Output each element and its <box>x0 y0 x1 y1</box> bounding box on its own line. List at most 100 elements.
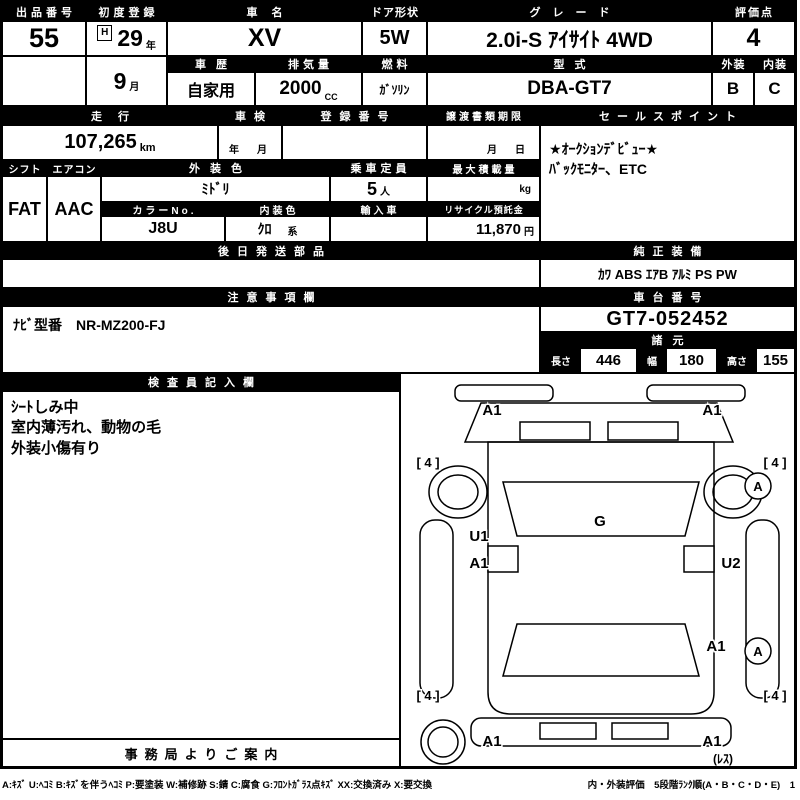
model-code-header: 型式 <box>427 56 712 72</box>
mark-rear-left-scratch: A1 <box>482 733 501 750</box>
shaken-placeholder: 年 月 <box>218 125 282 160</box>
height-chip: 高さ <box>717 349 757 372</box>
fuel-header: 燃料 <box>362 56 427 72</box>
exterior-grade-header: 外装 <box>712 56 754 72</box>
shift-header: シフト <box>2 160 47 176</box>
wheel-mark-circle-lower <box>744 637 772 665</box>
caution-value: ﾅﾋﾞ型番 NR-MZ200-FJ <box>2 306 540 373</box>
reg-no-value <box>282 125 427 160</box>
later-parts-value <box>2 259 540 288</box>
front-bumper-left-shape <box>454 384 554 402</box>
windshield-shape <box>502 481 700 537</box>
sales-point-line-2: ﾊﾞｯｸﾓﾆﾀｰ、ETC <box>549 160 647 177</box>
first-reg-year-cell: H 29 年 <box>86 21 167 56</box>
left-rear-wheel-inner <box>427 726 459 758</box>
exhibit-no-header: 出品番号 <box>2 2 86 21</box>
capacity-unit: 人 <box>380 187 390 198</box>
first-reg-header: 初度登録 <box>86 2 167 21</box>
inspector-notes: ｼｰﾄしみ中 室内薄汚れ、動物の毛 外装小傷有り <box>2 391 400 739</box>
max-load-unit: kg <box>427 176 540 202</box>
left-rocker-panel <box>419 519 454 699</box>
color-no-value: J8U <box>101 216 225 242</box>
body-top-view <box>487 441 715 715</box>
capacity-value: 5 <box>366 178 377 199</box>
right-door-handle-shape <box>683 545 715 573</box>
office-strip: 事務局よりご案内 <box>2 739 400 767</box>
first-reg-month: 9 <box>113 67 127 94</box>
displacement-unit: CC <box>324 92 338 102</box>
mark-tire-front-left: [ 4 ] <box>416 455 439 470</box>
dimensions-row: 長さ 446 幅 180 高さ 155 <box>540 348 795 373</box>
interior-grade-value: C <box>754 72 795 106</box>
door-shape-value: 5W <box>362 21 427 56</box>
history-header: 車歴 <box>167 56 255 72</box>
equipment-value: ｶﾜ ABS ｴｱB ｱﾙﾐ PS PW <box>540 259 795 288</box>
mark-right-rear-scratch: A1 <box>706 638 725 655</box>
score-value: 4 <box>712 21 795 56</box>
mark-tire-rear-left: [ 4 ] <box>416 688 439 703</box>
cowl-left-shape <box>519 421 591 441</box>
displacement-cell: 2000 CC <box>255 72 362 106</box>
inspector-note-2: 室内薄汚れ、動物の毛 <box>11 419 162 437</box>
first-reg-year-unit: 年 <box>145 41 156 52</box>
car-name-header: 車名 <box>167 2 362 21</box>
reg-no-header: 登録番号 <box>282 106 427 125</box>
recycle-value: 11,870 <box>475 220 521 238</box>
sales-point-line-1: ★ｵｰｸｼｮﾝﾃﾞﾋﾞｭｰ★ <box>549 141 659 157</box>
cowl-right-shape <box>607 421 679 441</box>
left-rear-wheel <box>420 719 466 765</box>
deadline-header: 譲渡書類期限 <box>427 106 540 125</box>
length-value: 446 <box>581 349 637 372</box>
mark-wheel-a-upper: A <box>753 479 763 494</box>
hood-shape <box>463 402 735 443</box>
deadline-placeholder: 月 日 <box>427 125 540 160</box>
ext-color-header: 外装色 <box>101 160 330 176</box>
grade-header: グレード <box>427 2 712 21</box>
inspector-note-1: ｼｰﾄしみ中 <box>11 399 79 416</box>
int-color-cell: ｸﾛ 系 <box>225 216 330 242</box>
capacity-header: 乗車定員 <box>330 160 427 176</box>
right-rocker-panel <box>745 519 780 699</box>
exhibit-no-value: 55 <box>2 21 86 56</box>
legend-row: A:ｷｽﾞ U:ﾍｺﾐ B:ｷｽﾞを伴うﾍｺﾐ P:要塗装 W:補修跡 S:錆 … <box>2 772 795 796</box>
car-name-value: XV <box>167 21 362 56</box>
mark-front-left-scratch: A1 <box>482 402 501 419</box>
dimensions-header: 諸元 <box>540 332 795 348</box>
recycle-header: リサイクル預託金 <box>427 202 540 216</box>
damage-diagram: A1 A1 [ 4 ] [ 4 ] A G U1 A1 U2 A1 A [ 4 … <box>400 373 795 767</box>
recycle-unit: 円 <box>524 227 534 238</box>
left-front-wheel-inner <box>437 474 479 510</box>
score-header: 評価点 <box>712 2 795 21</box>
car-diagram-svg: A1 A1 [ 4 ] [ 4 ] A G U1 A1 U2 A1 A [ 4 … <box>415 384 788 766</box>
mark-front-right-scratch: A1 <box>702 402 721 419</box>
shaken-header: 車検 <box>218 106 282 125</box>
rear-window-shape <box>502 623 700 677</box>
equipment-header: 純正装備 <box>540 242 795 259</box>
rear-light-right-shape <box>611 722 669 740</box>
rear-light-left-shape <box>539 722 597 740</box>
height-value: 155 <box>762 352 789 369</box>
width-chip: 幅 <box>637 349 667 372</box>
mark-left-door-scratch: A1 <box>469 555 488 572</box>
mark-spare-less: (ﾚｽ) <box>713 752 733 766</box>
color-no-header: カラーNo. <box>101 202 225 216</box>
shift-value: FAT <box>2 176 47 242</box>
chassis-value: GT7-052452 <box>540 306 795 332</box>
mark-tire-front-right: [ 4 ] <box>763 455 786 470</box>
int-color-header: 内装色 <box>225 202 330 216</box>
exterior-grade-value: B <box>712 72 754 106</box>
mark-right-door-dent: U2 <box>721 555 740 572</box>
left-front-wheel <box>428 465 488 519</box>
inspector-note-3: 外装小傷有り <box>11 439 102 457</box>
later-parts-header: 後日発送部品 <box>2 242 540 259</box>
recycle-cell: 11,870 円 <box>427 216 540 242</box>
history-value: 自家用 <box>167 72 255 106</box>
mileage-header: 走行 <box>2 106 218 125</box>
int-color-value: ｸﾛ <box>257 221 272 237</box>
first-reg-month-unit: 月 <box>129 82 140 93</box>
fuel-value: ｶﾞｿﾘﾝ <box>362 72 427 106</box>
left-door-handle-shape <box>487 545 519 573</box>
displacement-value: 2000 <box>279 78 322 99</box>
door-shape-header: ドア形状 <box>362 2 427 21</box>
